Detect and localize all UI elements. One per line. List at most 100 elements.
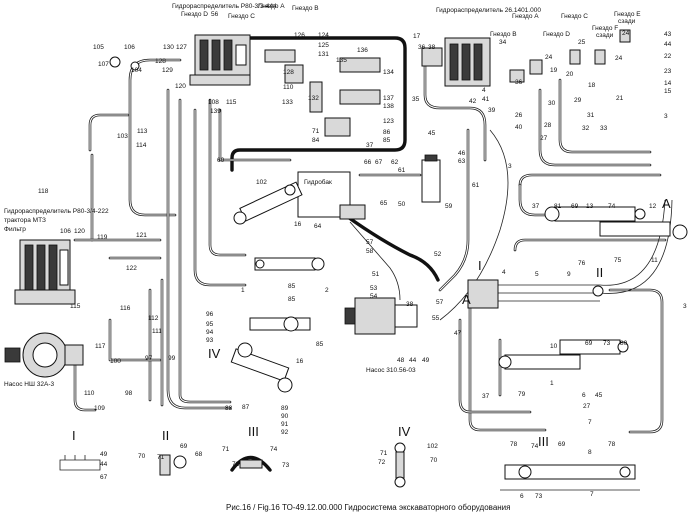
callout: 85 xyxy=(383,137,391,144)
fitting-II xyxy=(592,285,604,297)
cylinder-right-80 xyxy=(559,339,629,355)
callout: 28 xyxy=(544,122,552,129)
fitting-129 xyxy=(284,64,304,84)
callout: 112 xyxy=(148,315,159,322)
callout: 64 xyxy=(314,223,322,230)
figure-caption: Рис.16 / Fig.16 ТО-49.12.00.000 Гидросис… xyxy=(226,503,510,512)
label-valve-p80-444: Гидрораспределитель Р80-3/3-444 xyxy=(172,3,277,10)
pump-310-56 xyxy=(344,297,418,335)
callout: 58 xyxy=(366,248,374,255)
callout: 51 xyxy=(372,271,380,278)
callout: 102 xyxy=(427,443,438,450)
callout: 39 xyxy=(488,107,496,114)
section-A-mid: A xyxy=(462,292,471,307)
callout: 6 xyxy=(520,493,524,500)
callout: 87 xyxy=(242,404,250,411)
callout: 36 xyxy=(515,79,523,86)
callout: 53 xyxy=(370,285,378,292)
cylinder-85-lower xyxy=(249,316,311,332)
callout: 56 xyxy=(211,11,219,18)
detail-II xyxy=(159,454,187,476)
cylinder-102 xyxy=(233,181,303,225)
callout: 123 xyxy=(383,118,394,125)
callout: 92 xyxy=(281,429,289,436)
callout: 47 xyxy=(454,330,462,337)
callout: 65 xyxy=(380,200,388,207)
socket-d-right xyxy=(569,49,581,65)
callout: 97 xyxy=(145,355,153,362)
callout: 3 xyxy=(508,163,512,170)
callout: 60 xyxy=(217,157,225,164)
socket-c-left: Гнездо C xyxy=(228,13,255,20)
callout: 14 xyxy=(664,80,672,87)
socket-e-right-sub: сзади xyxy=(618,18,636,25)
callout: 3 xyxy=(664,113,668,120)
callout: 61 xyxy=(472,182,480,189)
callout: 21 xyxy=(616,95,624,102)
callout: 26 xyxy=(515,112,523,119)
callout: 73 xyxy=(535,493,543,500)
callout: 89 xyxy=(281,405,289,412)
label-pump-310: Насос 310.56-03 xyxy=(366,367,416,374)
callout: 25 xyxy=(578,39,586,46)
socket-b-left: Гнездо B xyxy=(292,5,319,12)
socket-a-right-label: Гнездо A xyxy=(512,13,539,20)
callout: 122 xyxy=(126,265,137,272)
callout: 69 xyxy=(571,203,579,210)
callout: 37 xyxy=(366,142,374,149)
callout: 16 xyxy=(294,221,302,228)
callout: 8 xyxy=(588,449,592,456)
callout: 44 xyxy=(100,461,108,468)
callout: 138 xyxy=(383,103,394,110)
callout: 130 xyxy=(163,44,174,51)
fitting-106 xyxy=(130,61,140,71)
socket-e-right xyxy=(619,29,631,43)
callout: 46 xyxy=(458,150,466,157)
fitting-127 xyxy=(264,49,296,63)
callout: 125 xyxy=(318,42,329,49)
callout: 120 xyxy=(74,228,85,235)
socket-labels: Гнездо D Гнездо C Гнездо A Гнездо B Гнез… xyxy=(181,3,641,39)
callout: 20 xyxy=(566,71,574,78)
callout: 81 xyxy=(554,203,562,210)
callout: 62 xyxy=(391,159,399,166)
callout: 71 xyxy=(157,454,165,461)
callout: 45 xyxy=(428,130,436,137)
callout: 43 xyxy=(664,31,672,38)
socket-c-right xyxy=(594,49,606,65)
callout: 73 xyxy=(282,462,290,469)
detail-III-label: III xyxy=(248,424,259,439)
callout: 100 xyxy=(110,358,121,365)
callout: 69 xyxy=(180,443,188,450)
components xyxy=(4,29,688,491)
callout: 70 xyxy=(430,457,438,464)
callout: 103 xyxy=(117,133,128,140)
callout: 37 xyxy=(482,393,490,400)
callout: 76 xyxy=(578,260,586,267)
callout: 79 xyxy=(518,391,526,398)
callout: 54 xyxy=(370,293,378,300)
callout: 38 xyxy=(406,301,414,308)
callout: 90 xyxy=(281,413,289,420)
hose-lines xyxy=(73,36,673,434)
cylinder-right-12 xyxy=(599,221,688,240)
socket-f-right-sub: сзади xyxy=(596,32,614,39)
callout: 134 xyxy=(383,69,394,76)
callout: 121 xyxy=(136,232,147,239)
callout: 23 xyxy=(664,68,672,75)
fitting-136 xyxy=(339,57,381,73)
callout: 61 xyxy=(398,167,406,174)
callout: 107 xyxy=(98,61,109,68)
callout: 106 xyxy=(124,44,135,51)
callout: 104 xyxy=(131,67,142,74)
callout: 29 xyxy=(574,97,582,104)
callout: 36 xyxy=(418,44,426,51)
callout: 57 xyxy=(366,239,374,246)
callout: 117 xyxy=(95,343,106,350)
label-valve-26-1401: Гидрораспределитель 26.1401.000 xyxy=(436,7,541,14)
callout: 48 xyxy=(397,357,405,364)
callout: 102 xyxy=(256,179,267,186)
callout: 17 xyxy=(413,33,421,40)
socket-a-left: Гнездо A xyxy=(258,3,285,10)
filter-59 xyxy=(421,154,441,203)
